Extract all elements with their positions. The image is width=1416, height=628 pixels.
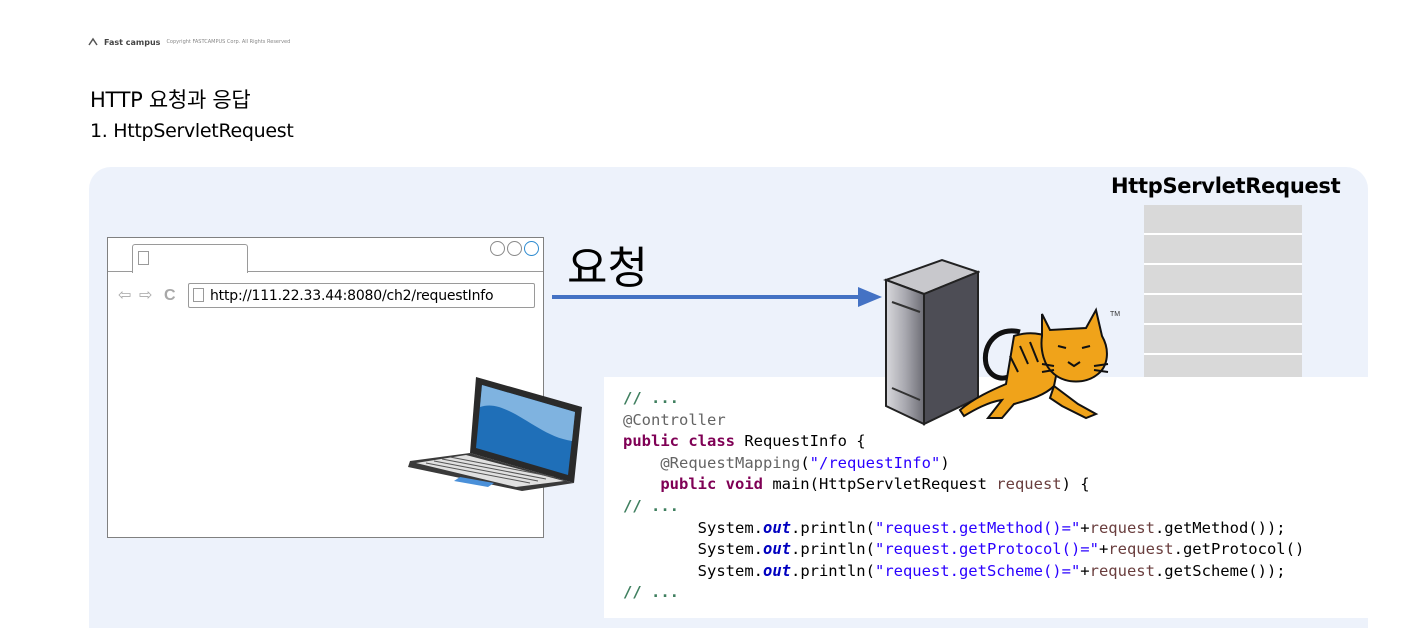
tomcat-logo-icon: TM [958, 307, 1120, 420]
request-label: 요청 [567, 243, 648, 294]
request-arrow [552, 287, 882, 307]
code-text: RequestInfo { [734, 432, 866, 451]
code-panel [604, 377, 1368, 618]
tab-strip-line [108, 271, 543, 272]
browser-tab [132, 244, 248, 273]
address-bar: http://111.22.33.44:8080/ch2/requestInfo [188, 283, 535, 308]
url-text: http://111.22.33.44:8080/ch2/requestInfo [210, 288, 494, 304]
request-object-row [1144, 265, 1302, 295]
window-control-icon [524, 241, 539, 256]
window-control-icon [507, 241, 522, 256]
code-comment: // ... [623, 496, 679, 515]
code-keyword: public class [623, 432, 735, 451]
refresh-icon: C [164, 287, 176, 304]
server-icon [883, 258, 980, 426]
page-icon [138, 251, 149, 265]
forward-arrow-icon: ⇨ [139, 287, 153, 304]
code-annotation: @Controller [623, 410, 726, 429]
copyright-text: Copyright FASTCAMPUS Corp. All Rights Re… [166, 39, 291, 45]
request-object-row [1144, 235, 1302, 265]
trademark-mark: TM [1110, 311, 1120, 318]
page-subtitle: 1. HttpServletRequest [90, 120, 294, 142]
window-controls [490, 241, 539, 256]
code-parameter: request [996, 475, 1062, 494]
brand-logo-icon [88, 37, 98, 46]
request-object-row [1144, 205, 1302, 235]
brand-header: Fast campus Copyright FASTCAMPUS Corp. A… [88, 36, 290, 48]
request-object-title: HttpServletRequest [1111, 174, 1341, 198]
code-string: "/requestInfo" [809, 453, 941, 472]
request-object-stack [1144, 205, 1302, 385]
browser-window: ⇦ ⇨ C http://111.22.33.44:8080/ch2/reque… [107, 237, 544, 538]
code-comment: // ... [623, 389, 679, 407]
code-comment: // ... [623, 583, 679, 602]
request-object-row [1144, 295, 1302, 325]
laptop-icon [408, 377, 582, 491]
page-icon [193, 288, 204, 302]
code-keyword: public void [660, 475, 763, 494]
code-annotation: @RequestMapping [660, 453, 801, 472]
window-control-icon [490, 241, 505, 256]
page-title: HTTP 요청과 응답 [90, 88, 251, 112]
brand-logo-text: Fast campus [104, 37, 161, 47]
code-block: // ... @Controller public class RequestI… [623, 389, 1305, 602]
request-object-row [1144, 325, 1302, 355]
back-arrow-icon: ⇦ [118, 287, 132, 304]
